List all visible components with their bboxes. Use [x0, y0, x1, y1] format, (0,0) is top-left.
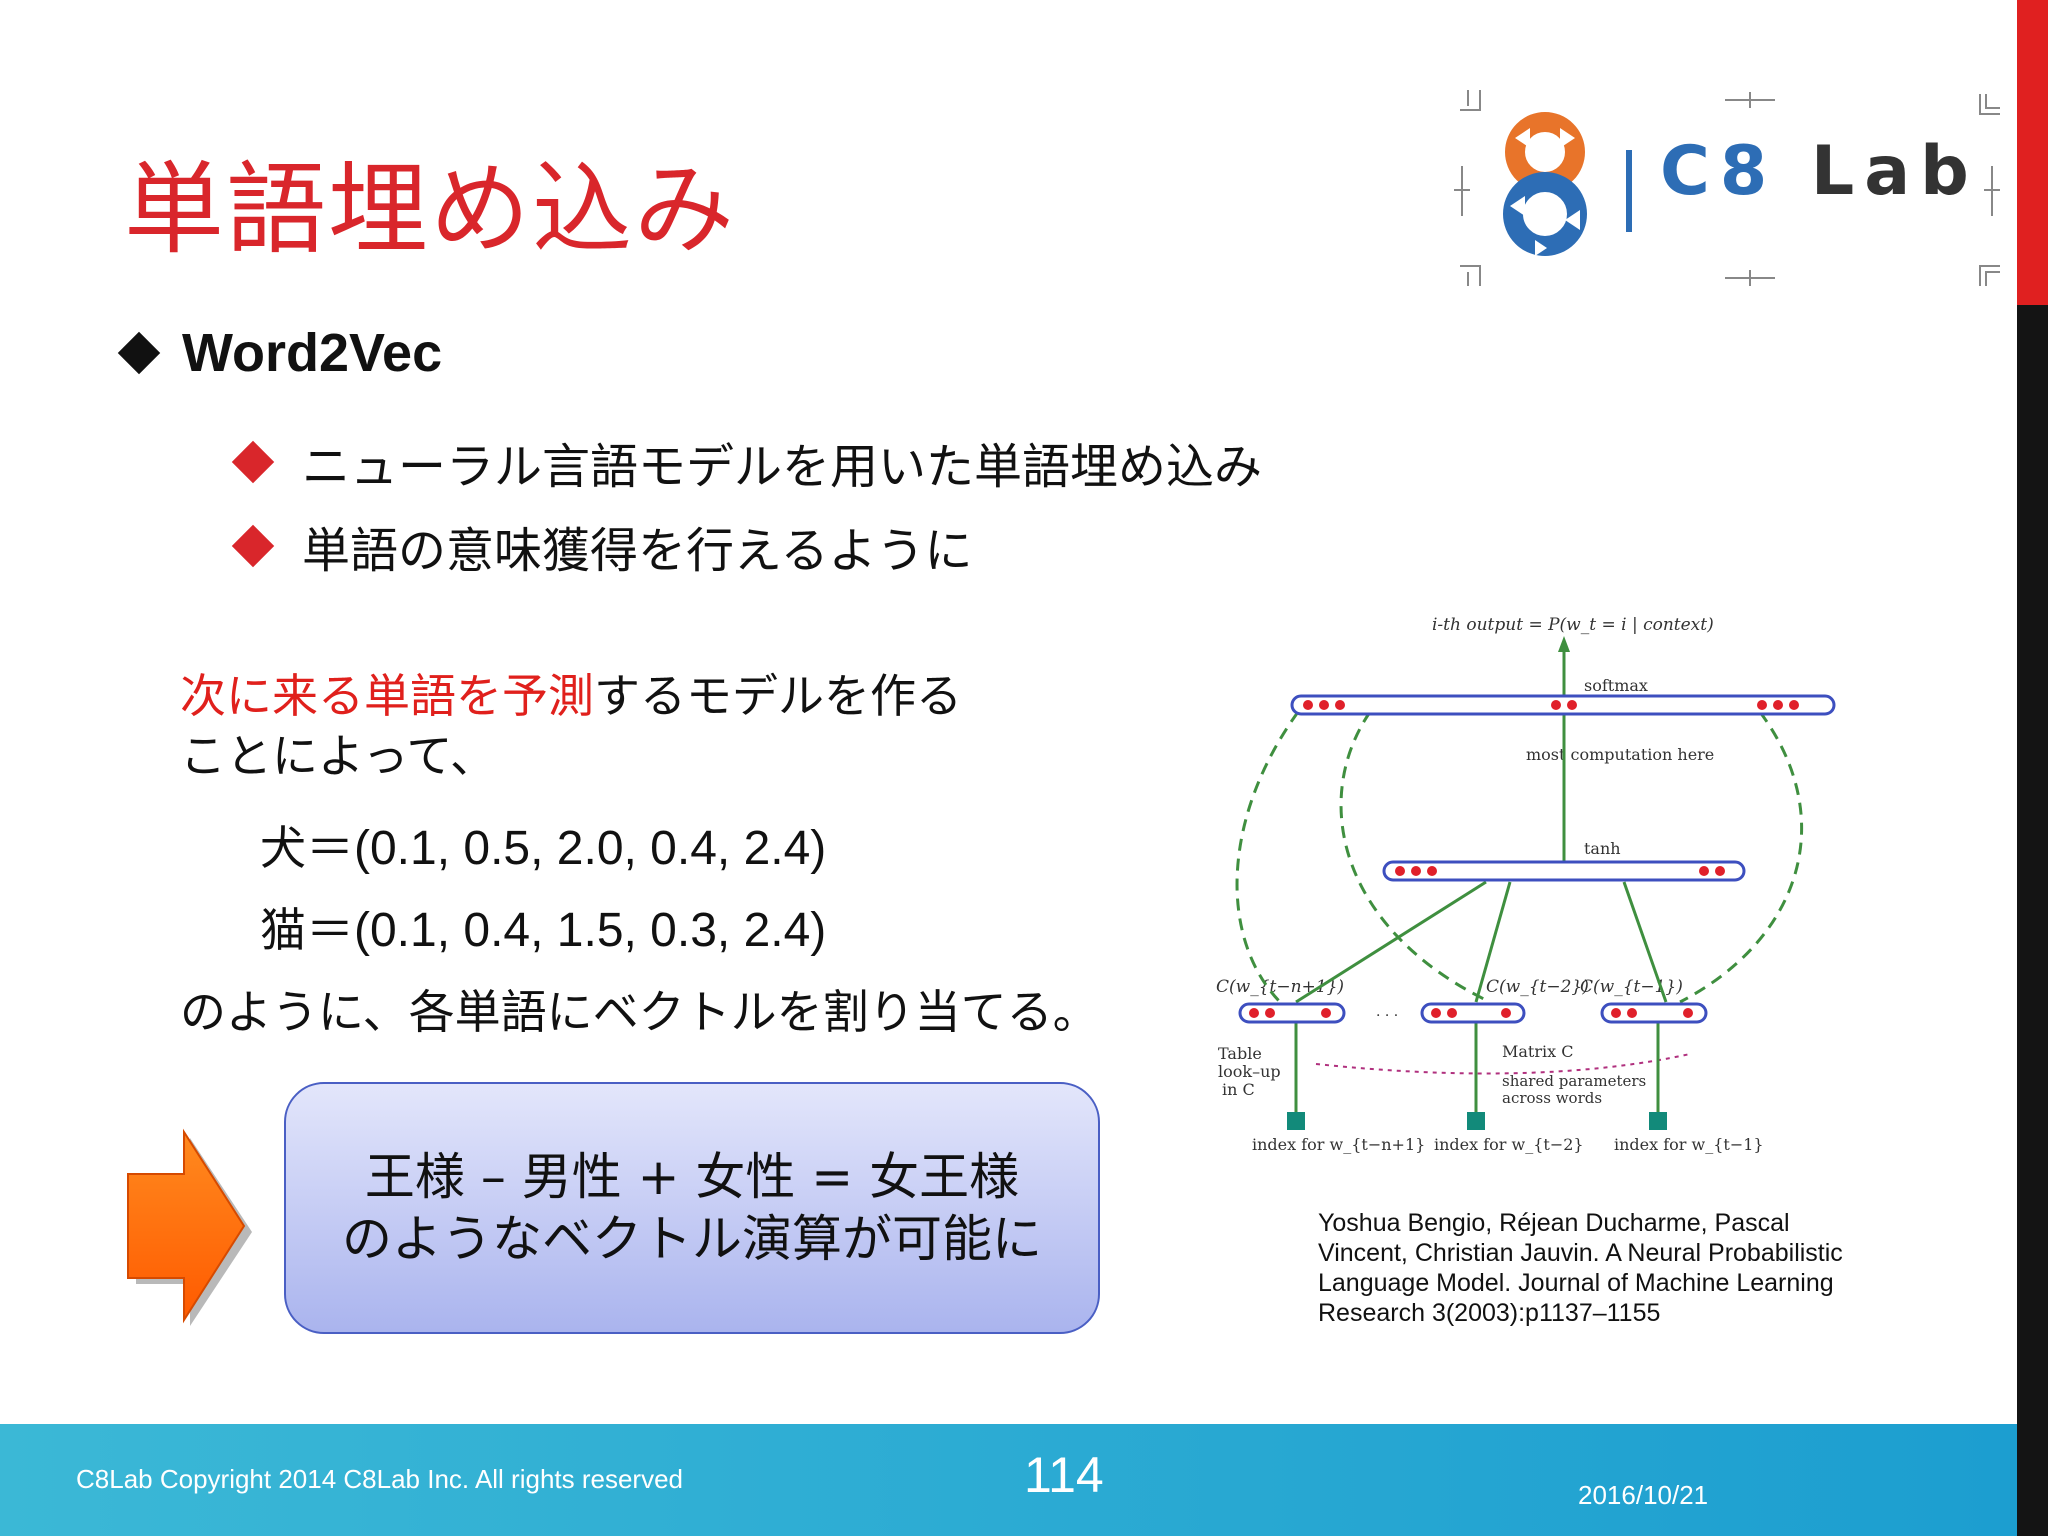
diagram-c-left-label: C(w_{t−n+1}): [1216, 977, 1344, 997]
diagram-c-mid-label: C(w_{t−2}): [1486, 977, 1589, 997]
diagram-c-right-label: C(w_{t−1}): [1580, 977, 1683, 997]
edge-dark-strip: [2017, 305, 2048, 1536]
vector-values: ＝(0.1, 0.5, 2.0, 0.4, 2.4): [306, 822, 827, 875]
sub-bullet-list: ニューラル言語モデルを用いた単語埋め込み 単語の意味獲得を行えるように: [231, 420, 1263, 588]
diagram-ellipsis: · · ·: [1376, 1008, 1398, 1024]
page-number: 114: [1024, 1447, 1104, 1503]
diagram-matrix-label: Matrix C: [1502, 1042, 1573, 1061]
slide-title: 単語埋め込み: [124, 151, 736, 268]
diagram-shared-label: shared parameters: [1502, 1072, 1646, 1090]
main-bullet-text: Word2Vec: [182, 323, 443, 383]
embedding-layer-left: [1238, 1002, 1346, 1024]
logo-wordmark: C8 Lab: [1660, 132, 1979, 211]
highlight-text: 次に来る単語を予測: [180, 669, 594, 723]
main-bullet: Word2Vec: [117, 322, 443, 384]
softmax-layer: [1290, 694, 1836, 716]
diagram-table-lookup-label: look–up: [1218, 1062, 1281, 1081]
diamond-bullet-icon: [117, 331, 161, 375]
footer-bar: C8Lab Copyright 2014 C8Lab Inc. All righ…: [0, 1424, 2017, 1536]
sub-bullet-item: ニューラル言語モデルを用いた単語埋め込み: [231, 420, 1263, 504]
diamond-bullet-icon: [231, 524, 275, 568]
diagram-softmax-label: softmax: [1584, 676, 1648, 695]
vector-example-cat: 猫＝(0.1, 0.4, 1.5, 0.3, 2.4): [260, 890, 826, 960]
diagram-index-mid-label: index for w_{t−2}: [1434, 1135, 1584, 1154]
explanation-paragraph: 次に来る単語を予測するモデルを作る ことによって、: [180, 666, 962, 786]
conclusion-text: のように、各単語にベクトルを割り当てる。: [180, 985, 1099, 1039]
sub-bullet-item: 単語の意味獲得を行えるように: [231, 504, 1262, 588]
edge-red-strip: [2017, 0, 2048, 305]
logo-triangle-mark: [1503, 112, 1587, 256]
citation-text: Yoshua Bengio, Réjean Ducharme, Pascal V…: [1318, 1209, 1843, 1327]
result-line: 王様 – 男性 + 女性 = 女王様: [364, 1148, 1020, 1206]
sub-bullet-text: 単語の意味獲得を行えるように: [302, 523, 973, 579]
diagram-computation-label: most computation here: [1526, 745, 1714, 764]
diagram-shared-label: across words: [1502, 1089, 1602, 1107]
tanh-layer: [1382, 860, 1746, 882]
diagram-table-lookup-label: Table: [1218, 1044, 1262, 1063]
diagram-tanh-label: tanh: [1584, 839, 1621, 858]
sub-bullet-text: ニューラル言語モデルを用いた単語埋め込み: [302, 439, 1263, 495]
diagram-table-lookup-label: in C: [1222, 1080, 1255, 1099]
paragraph-text: ことによって、: [180, 729, 497, 783]
index-box: [1287, 1112, 1305, 1130]
vector-example-dog: 犬＝(0.1, 0.5, 2.0, 0.4, 2.4): [260, 808, 826, 878]
paragraph-text: するモデルを作る: [594, 669, 962, 723]
vector-word: 犬: [260, 821, 306, 875]
result-line: のようなベクトル演算が可能に: [342, 1210, 1042, 1268]
footer-date: 2016/10/21: [1578, 1480, 1709, 1510]
logo-graphic: [1454, 90, 2000, 286]
index-box: [1467, 1112, 1485, 1130]
neural-language-model-diagram: i-th output = P(w_t = i | context) softm…: [1216, 615, 1836, 1154]
diagram-index-left-label: index for w_{t−n+1}: [1252, 1135, 1425, 1154]
diagram-output-label: i-th output = P(w_t = i | context): [1432, 615, 1714, 635]
c8lab-logo: C8 Lab: [1450, 90, 2010, 290]
arrow-right-icon: [127, 1128, 252, 1326]
diagram-index-right-label: index for w_{t−1}: [1614, 1135, 1764, 1154]
diamond-bullet-icon: [231, 440, 275, 484]
result-callout-box: 王様 – 男性 + 女性 = 女王様 のようなベクトル演算が可能に: [284, 1082, 1100, 1334]
footer-copyright: C8Lab Copyright 2014 C8Lab Inc. All righ…: [76, 1464, 684, 1494]
index-box: [1649, 1112, 1667, 1130]
embedding-layer-mid: [1420, 1002, 1526, 1024]
vector-word: 猫: [260, 903, 306, 957]
embedding-layer-right: [1600, 1002, 1708, 1024]
vector-values: ＝(0.1, 0.4, 1.5, 0.3, 2.4): [306, 904, 827, 957]
